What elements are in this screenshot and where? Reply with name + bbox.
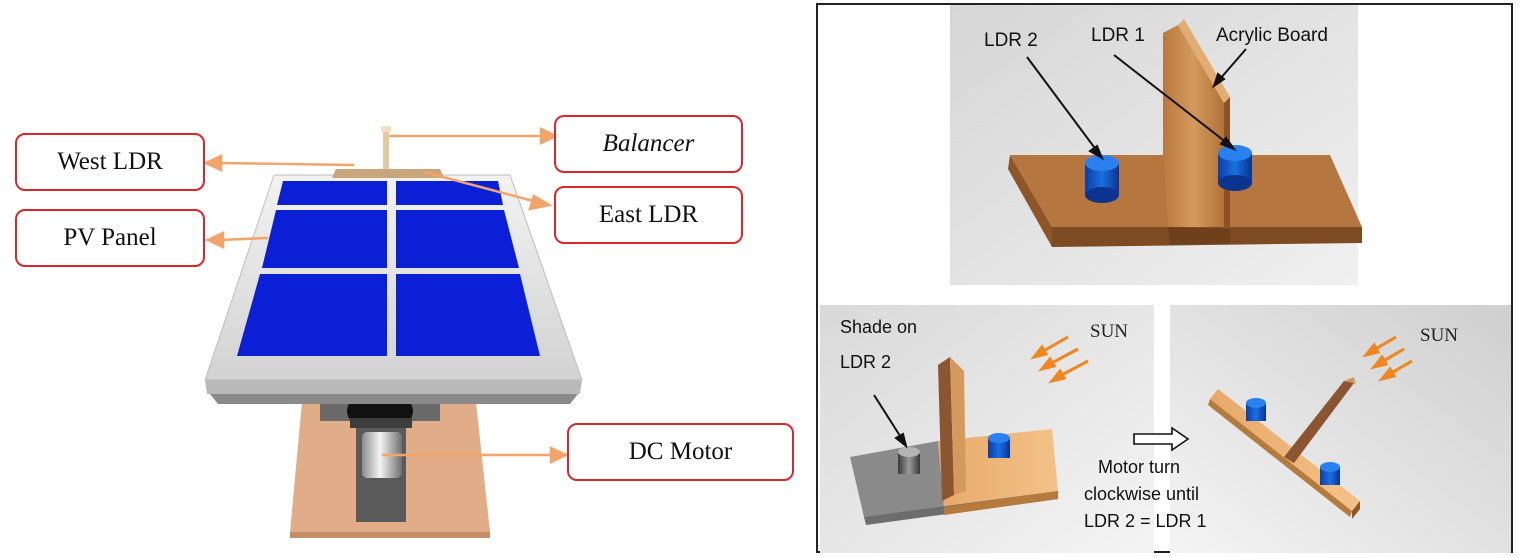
ldr1-sensor (1218, 145, 1252, 191)
ldr-sensor-illustration (820, 5, 1511, 553)
shaded-ldr2-sensor (898, 447, 920, 474)
sun-rays-right (1362, 335, 1413, 382)
sun-rays-left (1030, 335, 1089, 384)
top-pointer-arrows (1026, 48, 1247, 161)
balancer-rod (381, 126, 391, 173)
acrylic-board-label: Acrylic Board (1216, 25, 1328, 46)
transition-arrow-icon (1133, 426, 1190, 452)
shade-on-label: Shade on (840, 317, 918, 337)
balancer-callout: Balancer (554, 115, 743, 173)
pv-cell (237, 274, 387, 356)
ldr1-label: LDR 1 (1091, 25, 1145, 46)
sun-label-right: SUN (1420, 325, 1459, 346)
ldr-sensor-diagram-frame: LDR 2 LDR 1 Acrylic Board Shade on LDR 2… (816, 3, 1513, 553)
pv-cell (396, 181, 503, 205)
east-ldr-callout: East LDR (554, 186, 743, 244)
sun-label-left: SUN (1090, 321, 1129, 342)
dc-motor-label: DC Motor (628, 438, 733, 465)
lit-ldr1-sensor (988, 433, 1010, 458)
west-ldr-label: West LDR (57, 148, 163, 175)
tilted-ldr2-sensor (1246, 398, 1266, 421)
ldr-plate (332, 169, 444, 178)
pv-cell (396, 274, 540, 356)
dc-motor-callout: DC Motor (567, 423, 794, 481)
motor-caption-line1: Motor turn (1098, 457, 1181, 477)
ldr2-sensor (1085, 155, 1119, 203)
tilted-ldr1-sensor (1320, 462, 1340, 485)
east-ldr-label: East LDR (598, 201, 699, 228)
ldr2-label: LDR 2 (984, 30, 1038, 51)
pv-panel-label: PV Panel (63, 224, 157, 251)
balancer-label: Balancer (602, 130, 695, 157)
motor-caption-line3: LDR 2 = LDR 1 (1084, 511, 1207, 531)
bottom-right-panel-background (1170, 305, 1511, 553)
pv-cell (277, 181, 387, 205)
shade-pointer-arrow (873, 394, 908, 449)
motor-caption-line2: clockwise until (1084, 484, 1200, 504)
west-ldr-callout: West LDR (15, 133, 205, 191)
shade-ldr2-label: LDR 2 (840, 352, 892, 372)
pv-panel-callout: PV Panel (15, 209, 205, 267)
pv-cell (396, 210, 519, 268)
solar-tracker-illustration (203, 126, 583, 538)
pv-cell (262, 210, 387, 268)
shaded-board-assembly (850, 357, 1058, 525)
leader-arrows (203, 127, 569, 464)
pv-panel (204, 174, 583, 404)
